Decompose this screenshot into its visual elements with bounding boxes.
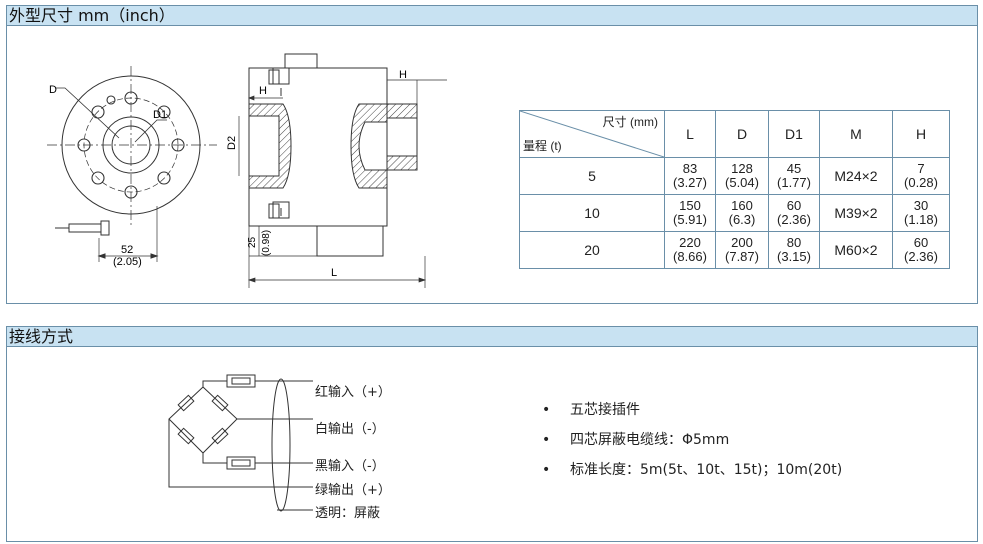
label-25-inch: (0.98) xyxy=(261,230,272,256)
dimensions-section: 外型尺寸 mm（inch） D xyxy=(6,5,978,304)
wire-white-label: 白输出（-） xyxy=(315,422,385,437)
H-cell: 60(2.36) xyxy=(892,231,950,269)
H-cell: 30(1.18) xyxy=(892,194,950,232)
wire-black-label: 黑输入（-） xyxy=(315,459,385,474)
range-cell: 5 xyxy=(519,157,665,195)
header-D: D xyxy=(715,110,769,158)
L-cell: 83(3.27) xyxy=(664,157,716,195)
D1-cell: 60(2.36) xyxy=(768,194,820,232)
wiring-section: 接线方式 红输入（+） 白输出（-） 黑输入（-） 绿输出（+） 透明：屏蔽 xyxy=(6,326,978,542)
dimensions-section-title: 外型尺寸 mm（inch） xyxy=(7,6,977,26)
header-M: M xyxy=(819,110,893,158)
L-cell: 220(8.66) xyxy=(664,231,716,269)
D-cell: 200(7.87) xyxy=(715,231,769,269)
label-D: D xyxy=(49,84,57,96)
side-view-drawing: H H D2 25 (0.98) L xyxy=(226,53,447,288)
wiring-section-title: 接线方式 xyxy=(7,327,977,347)
M-cell: M39×2 xyxy=(819,194,893,232)
range-cell: 10 xyxy=(519,194,665,232)
label-H-top: H xyxy=(399,69,407,81)
label-52-inch: (2.05) xyxy=(113,256,142,268)
label-D1: D1 xyxy=(153,109,167,121)
label-L: L xyxy=(331,267,337,279)
corner-label-size: 尺寸 (mm) xyxy=(602,115,658,129)
label-25: 25 xyxy=(247,236,258,248)
header-D1: D1 xyxy=(768,110,820,158)
spec-table: 尺寸 (mm) 量程 (t) L D D1 M H 5 83(3.27) 128… xyxy=(519,110,950,269)
label-D2: D2 xyxy=(226,136,238,150)
wire-red-label: 红输入（+） xyxy=(315,385,391,400)
cable-spec-list: •五芯接插件 •四芯屏蔽电缆线：Φ5mm •标准长度：5m(5t、10t、15t… xyxy=(542,395,842,485)
wire-shield-label: 透明：屏蔽 xyxy=(315,506,381,521)
L-cell: 150(5.91) xyxy=(664,194,716,232)
M-cell: M60×2 xyxy=(819,231,893,269)
list-item: •五芯接插件 xyxy=(542,402,640,418)
M-cell: M24×2 xyxy=(819,157,893,195)
table-corner-cell: 尺寸 (mm) 量程 (t) xyxy=(519,110,665,158)
label-H-left: H xyxy=(259,85,267,97)
D-cell: 160(6.3) xyxy=(715,194,769,232)
table-row: 5 83(3.27) 128(5.04) 45(1.77) M24×2 7(0.… xyxy=(519,157,950,195)
list-item: •四芯屏蔽电缆线：Φ5mm xyxy=(542,432,730,448)
header-L: L xyxy=(664,110,716,158)
range-cell: 20 xyxy=(519,231,665,269)
label-52: 52 xyxy=(121,244,133,256)
wire-green-label: 绿输出（+） xyxy=(315,483,391,498)
D1-cell: 80(3.15) xyxy=(768,231,820,269)
header-H: H xyxy=(892,110,950,158)
H-cell: 7(0.28) xyxy=(892,157,950,195)
corner-label-range: 量程 (t) xyxy=(523,139,562,153)
table-row: 20 220(8.66) 200(7.87) 80(3.15) M60×2 60… xyxy=(519,231,950,269)
table-row: 10 150(5.91) 160(6.3) 60(2.36) M39×2 30(… xyxy=(519,194,950,232)
D-cell: 128(5.04) xyxy=(715,157,769,195)
front-view-drawing: D D1 52 (2.05) xyxy=(47,66,217,268)
list-item: •标准长度：5m(5t、10t、15t)；10m(20t) xyxy=(542,462,843,478)
wiring-diagram xyxy=(168,374,313,512)
D1-cell: 45(1.77) xyxy=(768,157,820,195)
